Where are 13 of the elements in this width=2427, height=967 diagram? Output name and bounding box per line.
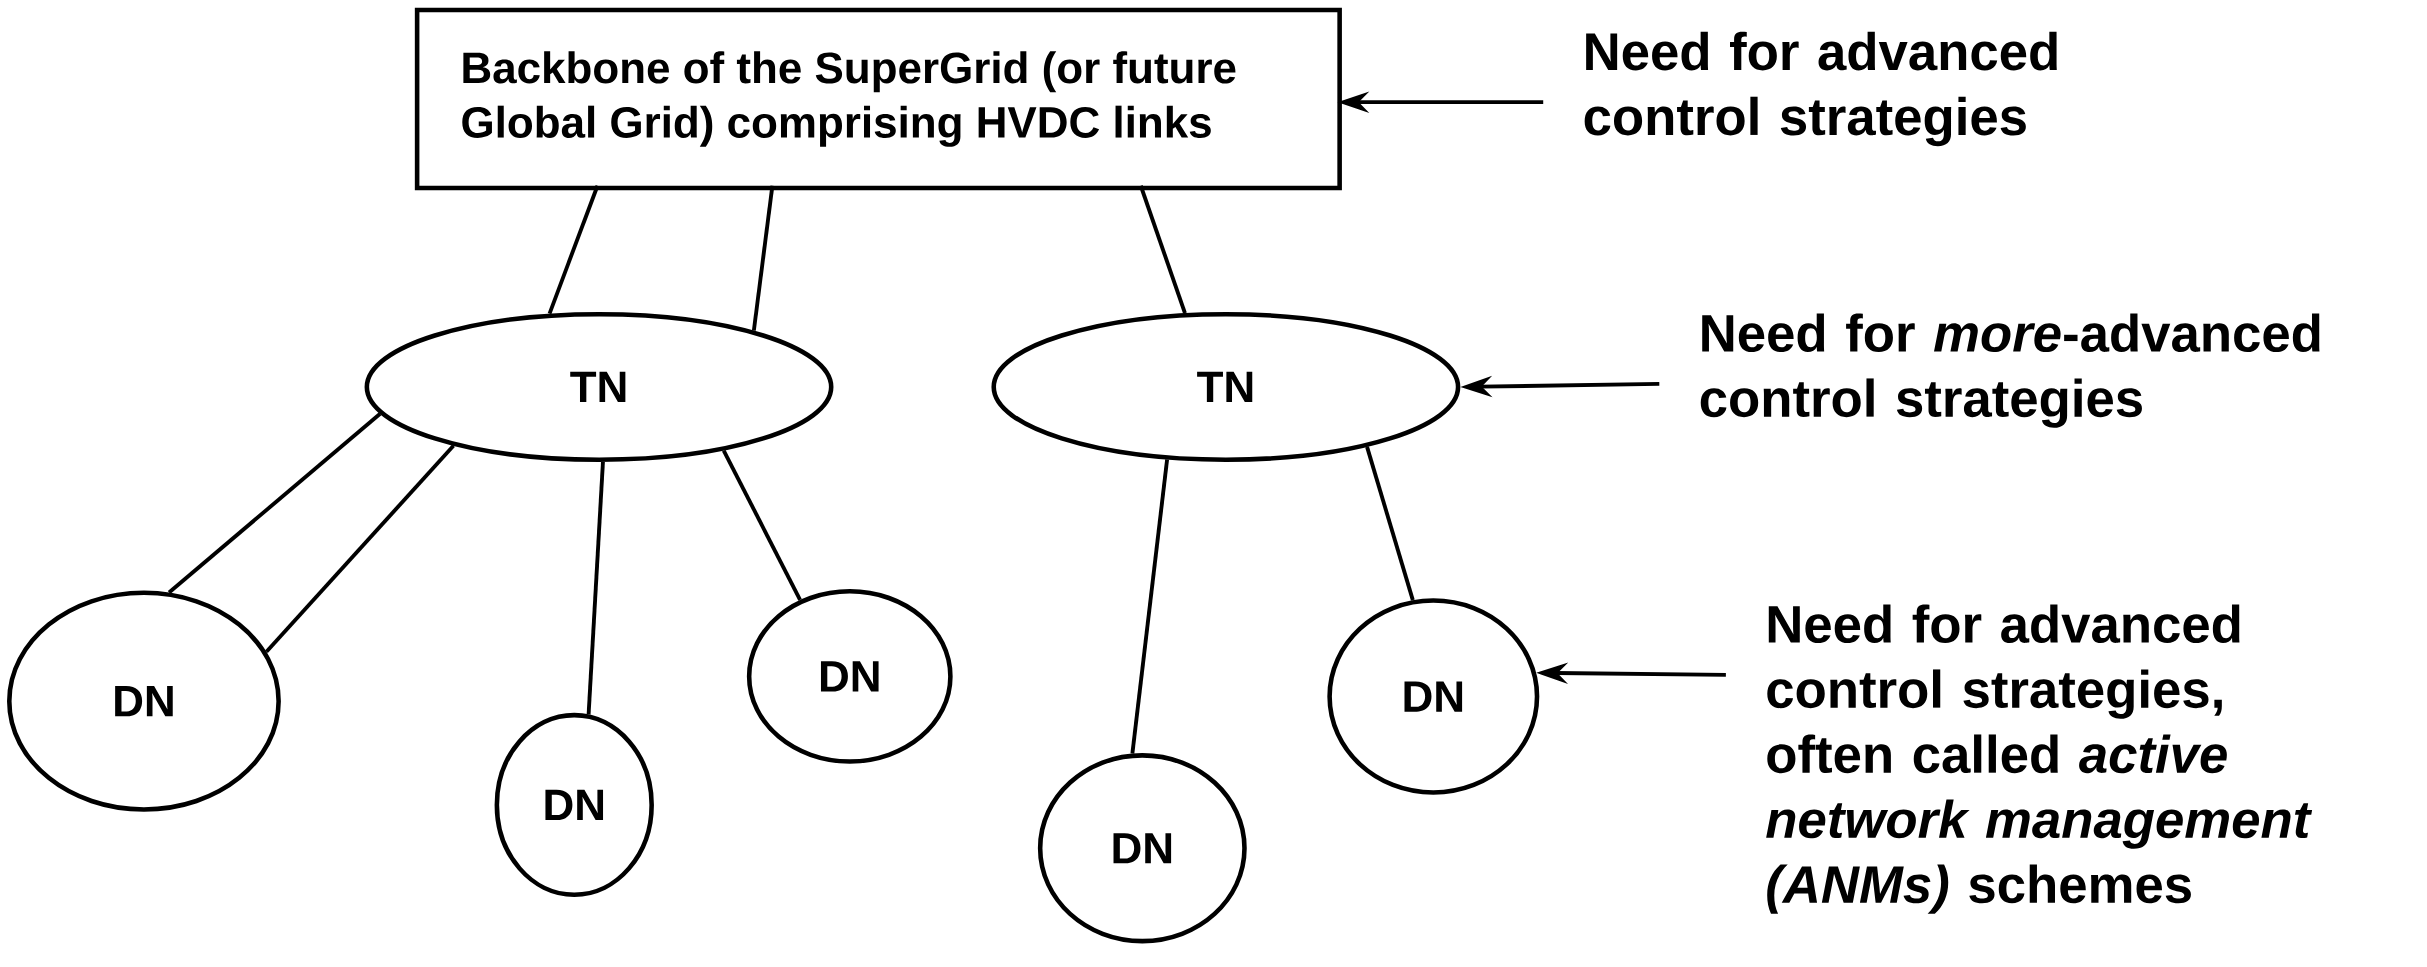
annotation-text: Need for advanced control strategies [1584,31,2057,146]
connector-line [167,412,382,594]
connector-line [751,185,775,331]
process-box: Backbone of the SuperGrid (or future Global Grid) comprising HVDC links [414,7,1342,191]
connector-line [586,461,605,715]
annotation-text: Need for more-advanced control strategies [1700,313,2320,428]
annotation-text: Need for advanced control strategies, often called active network management (ANMs) schemes [1766,604,2313,914]
connector-line [547,184,600,315]
connector-line [265,444,455,653]
connector-line [1138,184,1187,314]
connector-line [1130,459,1170,754]
connector-line [722,449,802,601]
connector-line [1365,446,1415,601]
